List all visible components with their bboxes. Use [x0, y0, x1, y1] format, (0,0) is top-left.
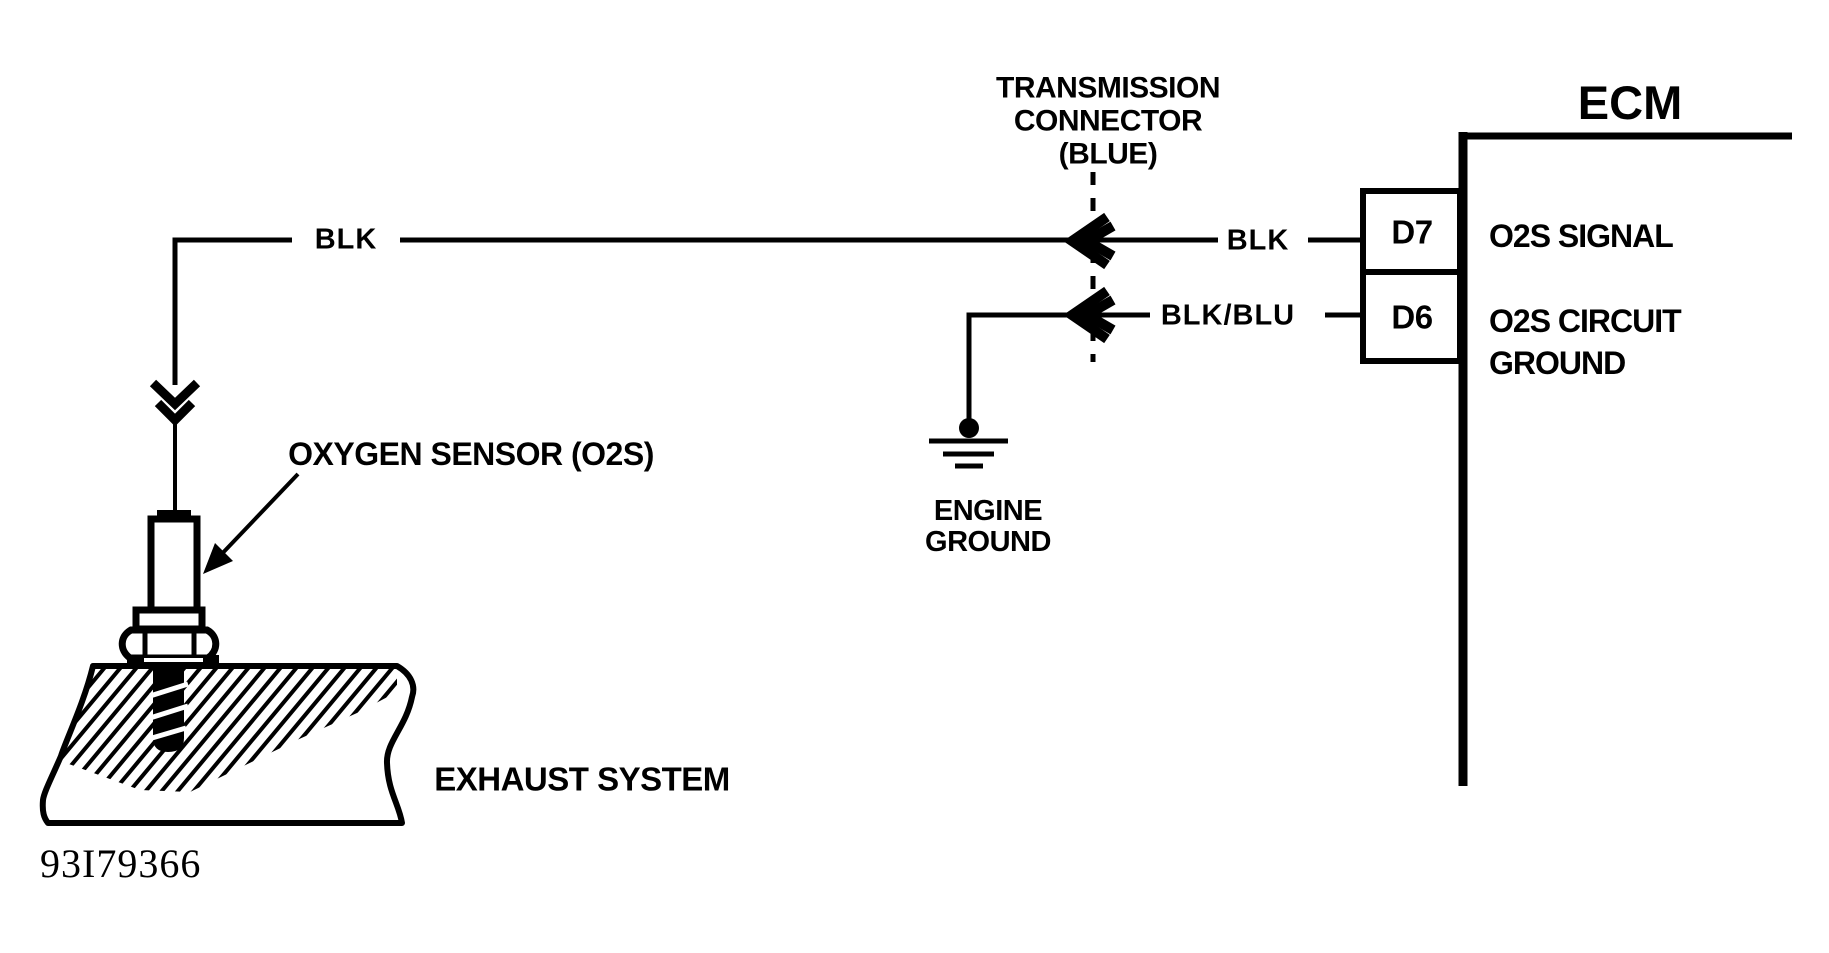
- engine-ground-line1: ENGINE: [933, 495, 1043, 527]
- sensor-flange: [132, 606, 206, 633]
- transmission-connector-line1: TRANSMISSION: [995, 71, 1221, 105]
- pin-function-o2s-circuit-ground: O2S CIRCUIT GROUND: [1489, 300, 1682, 384]
- wire-label-blk-blu: BLK/BLU: [1160, 299, 1296, 332]
- figure-id: 93I79366: [40, 840, 202, 886]
- transmission-connector-line2: CONNECTOR: [1013, 104, 1203, 138]
- connector-chevron-icon-blk: [1063, 212, 1116, 270]
- pin-box-d6: [1360, 269, 1463, 364]
- sensor-nut: [118, 626, 220, 662]
- pin-function-line1: O2S CIRCUIT: [1489, 303, 1682, 339]
- pin-box-d7: [1360, 188, 1463, 275]
- sensor-thread-lines: [149, 681, 189, 741]
- pin-function-line2: GROUND: [1489, 345, 1626, 381]
- exhaust-system-label: EXHAUST SYSTEM: [434, 760, 730, 798]
- exhaust-system-drawing: [39, 663, 417, 826]
- engine-ground-icon: [929, 418, 1008, 469]
- engine-ground-label: ENGINE GROUND: [925, 496, 1051, 558]
- oxygen-sensor-label: OXYGEN SENSOR (O2S): [288, 436, 654, 473]
- sensor-body: [147, 515, 201, 616]
- ecm-title: ECM: [1577, 76, 1683, 130]
- pin-label-d7: D7: [1391, 213, 1433, 251]
- sensor-connector-chevron-icon: [149, 379, 201, 427]
- transmission-connector-label: TRANSMISSION CONNECTOR (BLUE): [995, 71, 1221, 171]
- transmission-connector-line3: (BLUE): [1058, 137, 1158, 171]
- wire-label-blk-left: BLK: [314, 223, 378, 256]
- pin-function-o2s-signal: O2S SIGNAL: [1489, 218, 1674, 255]
- connector-chevron-icon-blk-blu: [1063, 286, 1116, 344]
- sensor-label-arrow: [203, 472, 300, 574]
- oxygen-sensor-drawing: [118, 510, 220, 666]
- pin-label-d6: D6: [1391, 298, 1433, 336]
- wire-label-blk-right: BLK: [1226, 224, 1290, 257]
- engine-ground-line2: GROUND: [925, 526, 1051, 558]
